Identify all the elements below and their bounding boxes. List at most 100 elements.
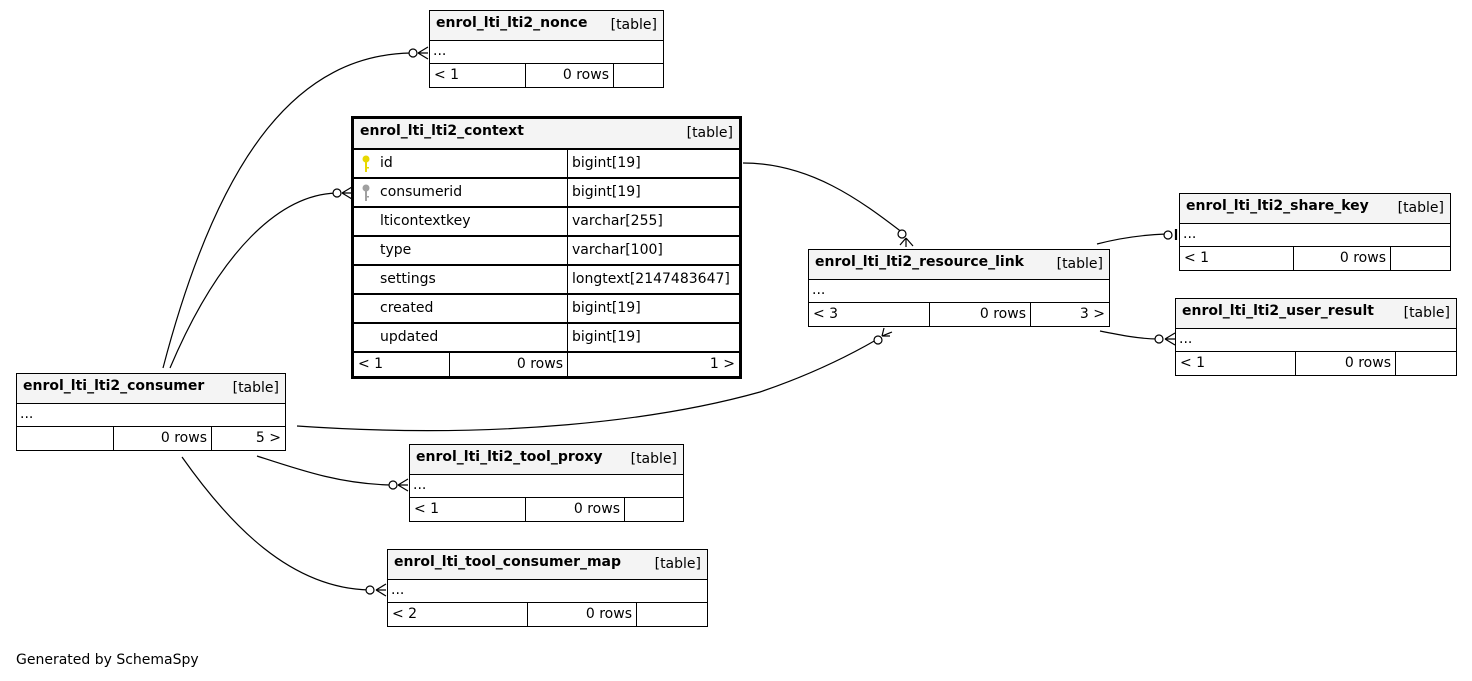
table-type: [table] — [654, 556, 701, 572]
edge-resource-link-share-key — [1096, 233, 1167, 245]
children-count[interactable] — [1396, 352, 1456, 376]
table-header: enrol_lti_lti2_context [table] — [354, 119, 739, 150]
column-type: longtext[2147483647] — [572, 271, 730, 287]
columns-ellipsis: ... — [17, 404, 285, 427]
column-type: bigint[19] — [572, 329, 641, 345]
edge-consumer-nonce — [162, 52, 412, 369]
parents-count[interactable]: < 1 — [354, 353, 450, 377]
table-header: enrol_lti_lti2_share_key [table] — [1180, 194, 1450, 224]
crowfoot-resource-link-bottom — [881, 327, 893, 337]
table-type: [table] — [686, 125, 733, 141]
crowfoot-tool-proxy — [397, 478, 409, 492]
table-footer: < 1 0 rows — [430, 64, 663, 88]
column-type: bigint[19] — [572, 300, 641, 316]
table-consumer[interactable]: enrol_lti_lti2_consumer [table] ... 0 ro… — [16, 373, 286, 451]
column-name: id — [380, 155, 393, 171]
crowfoot-tool-consumer-map — [375, 583, 387, 597]
table-header: enrol_lti_lti2_tool_proxy [table] — [410, 445, 683, 475]
zero-tool-consumer-map — [365, 585, 375, 595]
column-type: varchar[100] — [572, 242, 663, 258]
zero-nonce — [408, 48, 418, 58]
crowfoot-context — [341, 186, 353, 200]
children-count[interactable] — [637, 603, 707, 627]
row-count: 0 rows — [1296, 352, 1396, 376]
columns-ellipsis: ... — [1180, 224, 1450, 247]
table-name: enrol_lti_lti2_nonce — [436, 15, 588, 31]
column-row[interactable]: settings longtext[2147483647] — [354, 266, 739, 295]
edge-context-resource-link — [742, 162, 904, 234]
column-type: bigint[19] — [572, 184, 641, 200]
column-name: lticontextkey — [380, 213, 471, 229]
column-row[interactable]: consumerid bigint[19] — [354, 179, 739, 208]
children-count[interactable]: 5 > — [255, 430, 281, 446]
column-row[interactable]: type varchar[100] — [354, 237, 739, 266]
zero-resource-link-top — [897, 229, 907, 239]
table-header: enrol_lti_lti2_nonce [table] — [430, 11, 663, 41]
crowfoot-nonce — [417, 46, 429, 60]
children-count[interactable]: 1 > — [709, 356, 735, 372]
children-count[interactable] — [614, 64, 663, 88]
parents-count[interactable]: < 1 — [1180, 247, 1294, 271]
table-tool-consumer-map[interactable]: enrol_lti_tool_consumer_map [table] ... … — [387, 549, 708, 627]
parents-count[interactable]: < 3 — [809, 303, 930, 327]
table-resource-link[interactable]: enrol_lti_lti2_resource_link [table] ...… — [808, 249, 1110, 327]
table-footer: < 2 0 rows — [388, 603, 707, 627]
row-count: 0 rows — [450, 353, 568, 377]
edge-consumer-tool-proxy — [256, 455, 392, 486]
table-name: enrol_lti_lti2_context — [360, 123, 524, 139]
edge-resource-link-user-result — [1099, 330, 1159, 340]
table-type: [table] — [1397, 200, 1444, 216]
table-header: enrol_lti_lti2_resource_link [table] — [809, 250, 1109, 280]
table-context[interactable]: enrol_lti_lti2_context [table] id bigint… — [351, 116, 742, 379]
table-type: [table] — [610, 17, 657, 33]
table-type: [table] — [1403, 305, 1450, 321]
foreign-key-icon — [362, 184, 370, 201]
table-tool-proxy[interactable]: enrol_lti_lti2_tool_proxy [table] ... < … — [409, 444, 684, 522]
table-name: enrol_lti_tool_consumer_map — [394, 554, 622, 570]
column-type: varchar[255] — [572, 213, 663, 229]
parents-count[interactable] — [17, 427, 114, 451]
column-name: consumerid — [380, 184, 463, 200]
row-count: 0 rows — [114, 427, 212, 451]
parents-count[interactable]: < 1 — [410, 498, 526, 522]
edge-consumer-resource-link — [296, 339, 877, 432]
primary-key-icon — [362, 155, 370, 172]
edge-consumer-tool-consumer-map — [181, 456, 370, 591]
table-footer: 0 rows 5 > — [17, 427, 285, 451]
children-count[interactable] — [625, 498, 683, 522]
zero-context — [332, 188, 342, 198]
table-nonce[interactable]: enrol_lti_lti2_nonce [table] ... < 1 0 r… — [429, 10, 664, 88]
zero-resource-link-bottom — [873, 335, 883, 345]
column-row[interactable]: id bigint[19] — [354, 150, 739, 179]
table-footer: < 3 0 rows 3 > — [809, 303, 1109, 327]
table-type: [table] — [1056, 256, 1103, 272]
column-name: updated — [380, 329, 439, 345]
table-share-key[interactable]: enrol_lti_lti2_share_key [table] ... < 1… — [1179, 193, 1451, 271]
columns-ellipsis: ... — [388, 580, 707, 603]
edge-consumer-context — [169, 192, 337, 369]
row-count: 0 rows — [526, 64, 614, 88]
crowfoot-user-result — [1164, 332, 1176, 346]
table-footer: < 1 0 rows — [410, 498, 683, 522]
row-count: 0 rows — [528, 603, 637, 627]
table-footer: < 1 0 rows — [1176, 352, 1456, 376]
columns-ellipsis: ... — [1176, 329, 1456, 352]
column-type: bigint[19] — [572, 155, 641, 171]
table-user-result[interactable]: enrol_lti_lti2_user_result [table] ... <… — [1175, 298, 1457, 376]
zero-user-result — [1154, 334, 1164, 344]
table-header: enrol_lti_lti2_user_result [table] — [1176, 299, 1456, 329]
parents-count[interactable]: < 1 — [430, 64, 526, 88]
children-count[interactable]: 3 > — [1079, 306, 1105, 322]
table-footer: < 1 0 rows — [1180, 247, 1450, 271]
column-row[interactable]: created bigint[19] — [354, 295, 739, 324]
children-count[interactable] — [1391, 247, 1450, 271]
columns-ellipsis: ... — [430, 41, 663, 64]
parents-count[interactable]: < 1 — [1176, 352, 1296, 376]
parents-count[interactable]: < 2 — [388, 603, 528, 627]
table-name: enrol_lti_lti2_resource_link — [815, 254, 1024, 270]
column-row[interactable]: lticontextkey varchar[255] — [354, 208, 739, 237]
table-header: enrol_lti_lti2_consumer [table] — [17, 374, 285, 404]
column-row[interactable]: updated bigint[19] — [354, 324, 739, 353]
row-count: 0 rows — [930, 303, 1031, 327]
